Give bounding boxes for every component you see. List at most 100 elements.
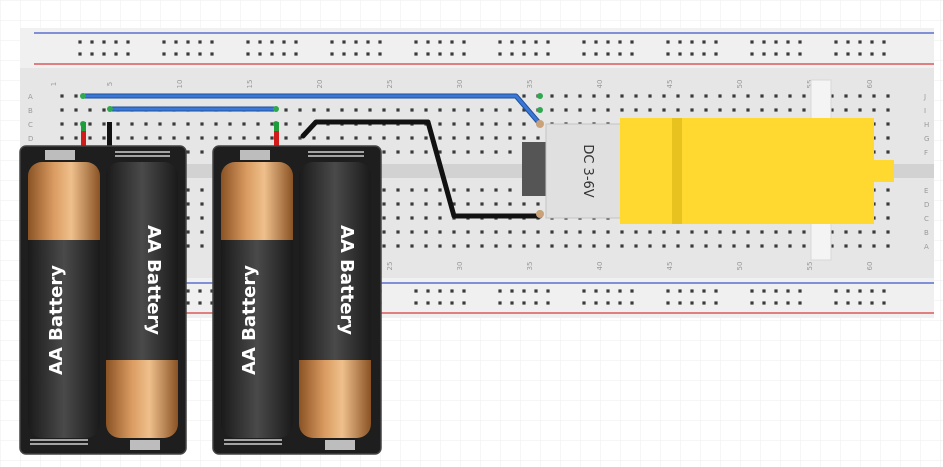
breadboard-hole: [666, 289, 670, 293]
breadboard-hole: [466, 188, 470, 192]
row-label: E: [924, 187, 928, 195]
breadboard-hole: [618, 301, 622, 305]
breadboard-hole: [870, 52, 874, 56]
breadboard-hole: [578, 244, 582, 248]
breadboard-hole: [494, 230, 498, 234]
breadboard-hole: [88, 122, 92, 126]
breadboard-hole: [762, 301, 766, 305]
row-label: D: [924, 201, 929, 209]
breadboard-hole: [60, 136, 64, 140]
breadboard-hole: [410, 202, 414, 206]
breadboard-hole: [284, 122, 288, 126]
breadboard-hole: [774, 40, 778, 44]
breadboard-hole: [114, 40, 118, 44]
breadboard-hole: [546, 289, 550, 293]
breadboard-hole: [690, 289, 694, 293]
breadboard-hole: [114, 52, 118, 56]
breadboard-hole: [844, 230, 848, 234]
breadboard-hole: [396, 150, 400, 154]
breadboard-hole: [834, 40, 838, 44]
breadboard-hole: [494, 136, 498, 140]
column-numbers-top: 1 5 10 15 20 25 30 35 40 45 50 55 60: [50, 80, 874, 89]
breadboard-hole: [522, 230, 526, 234]
breadboard-hole: [750, 301, 754, 305]
breadboard-hole: [186, 289, 190, 293]
breadboard-hole: [462, 52, 466, 56]
breadboard-hole: [354, 52, 358, 56]
breadboard-hole: [858, 108, 862, 112]
breadboard-hole: [186, 244, 190, 248]
breadboard-hole: [618, 52, 622, 56]
breadboard-hole: [424, 216, 428, 220]
breadboard-hole: [678, 301, 682, 305]
breadboard-hole: [522, 122, 526, 126]
breadboard-hole: [798, 40, 802, 44]
breadboard-hole: [594, 289, 598, 293]
breadboard-hole: [438, 108, 442, 112]
breadboard-hole: [620, 244, 624, 248]
breadboard-hole: [788, 244, 792, 248]
breadboard-hole: [438, 122, 442, 126]
breadboard-hole: [200, 150, 204, 154]
breadboard-hole: [788, 94, 792, 98]
breadboard-hole: [396, 216, 400, 220]
breadboard-hole: [666, 40, 670, 44]
breadboard-hole: [424, 244, 428, 248]
breadboard-hole: [634, 108, 638, 112]
battery-pack: AA Battery AA Battery: [19, 145, 187, 455]
breadboard-hole: [312, 136, 316, 140]
breadboard-hole: [368, 136, 372, 140]
breadboard-hole: [578, 230, 582, 234]
breadboard-hole: [648, 230, 652, 234]
breadboard-hole: [522, 40, 526, 44]
column-number: 25: [386, 262, 394, 271]
breadboard-hole: [522, 136, 526, 140]
battery-label: AA Battery: [239, 265, 260, 375]
breadboard-hole: [886, 150, 890, 154]
breadboard-hole: [382, 150, 386, 154]
wire-endpoint: [273, 106, 279, 112]
breadboard-hole: [480, 136, 484, 140]
breadboard-hole: [172, 122, 176, 126]
breadboard-hole: [74, 122, 78, 126]
row-label: H: [924, 121, 929, 129]
breadboard-hole: [414, 289, 418, 293]
breadboard-hole: [634, 230, 638, 234]
breadboard-hole: [396, 136, 400, 140]
breadboard-hole: [606, 94, 610, 98]
breadboard-hole: [298, 136, 302, 140]
holder-spring: [224, 439, 282, 445]
breadboard-hole: [494, 108, 498, 112]
green-lead: [81, 122, 86, 131]
motor-shaft: [872, 160, 894, 182]
breadboard-hole: [678, 52, 682, 56]
breadboard-hole: [74, 94, 78, 98]
breadboard-hole: [438, 52, 442, 56]
breadboard-hole: [438, 202, 442, 206]
breadboard-hole: [382, 230, 386, 234]
breadboard-hole: [774, 289, 778, 293]
breadboard-hole: [834, 289, 838, 293]
breadboard-hole: [330, 52, 334, 56]
row-labels-right-top: J I H G F: [923, 93, 929, 157]
column-number: 1: [50, 82, 58, 86]
breadboard-hole: [438, 150, 442, 154]
breadboard-hole: [592, 244, 596, 248]
breadboard-hole: [732, 230, 736, 234]
row-label: A: [28, 93, 33, 101]
breadboard-hole: [450, 301, 454, 305]
breadboard-hole: [396, 108, 400, 112]
column-number: 40: [596, 80, 604, 89]
breadboard-hole: [522, 52, 526, 56]
column-number: 60: [866, 80, 874, 89]
breadboard-hole: [282, 40, 286, 44]
breadboard-hole: [258, 52, 262, 56]
breadboard-hole: [186, 202, 190, 206]
breadboard-hole: [592, 108, 596, 112]
breadboard-hole: [508, 202, 512, 206]
breadboard-hole: [718, 94, 722, 98]
breadboard-hole: [450, 40, 454, 44]
breadboard-hole: [382, 202, 386, 206]
breadboard-hole: [130, 136, 134, 140]
breadboard-hole: [210, 289, 214, 293]
